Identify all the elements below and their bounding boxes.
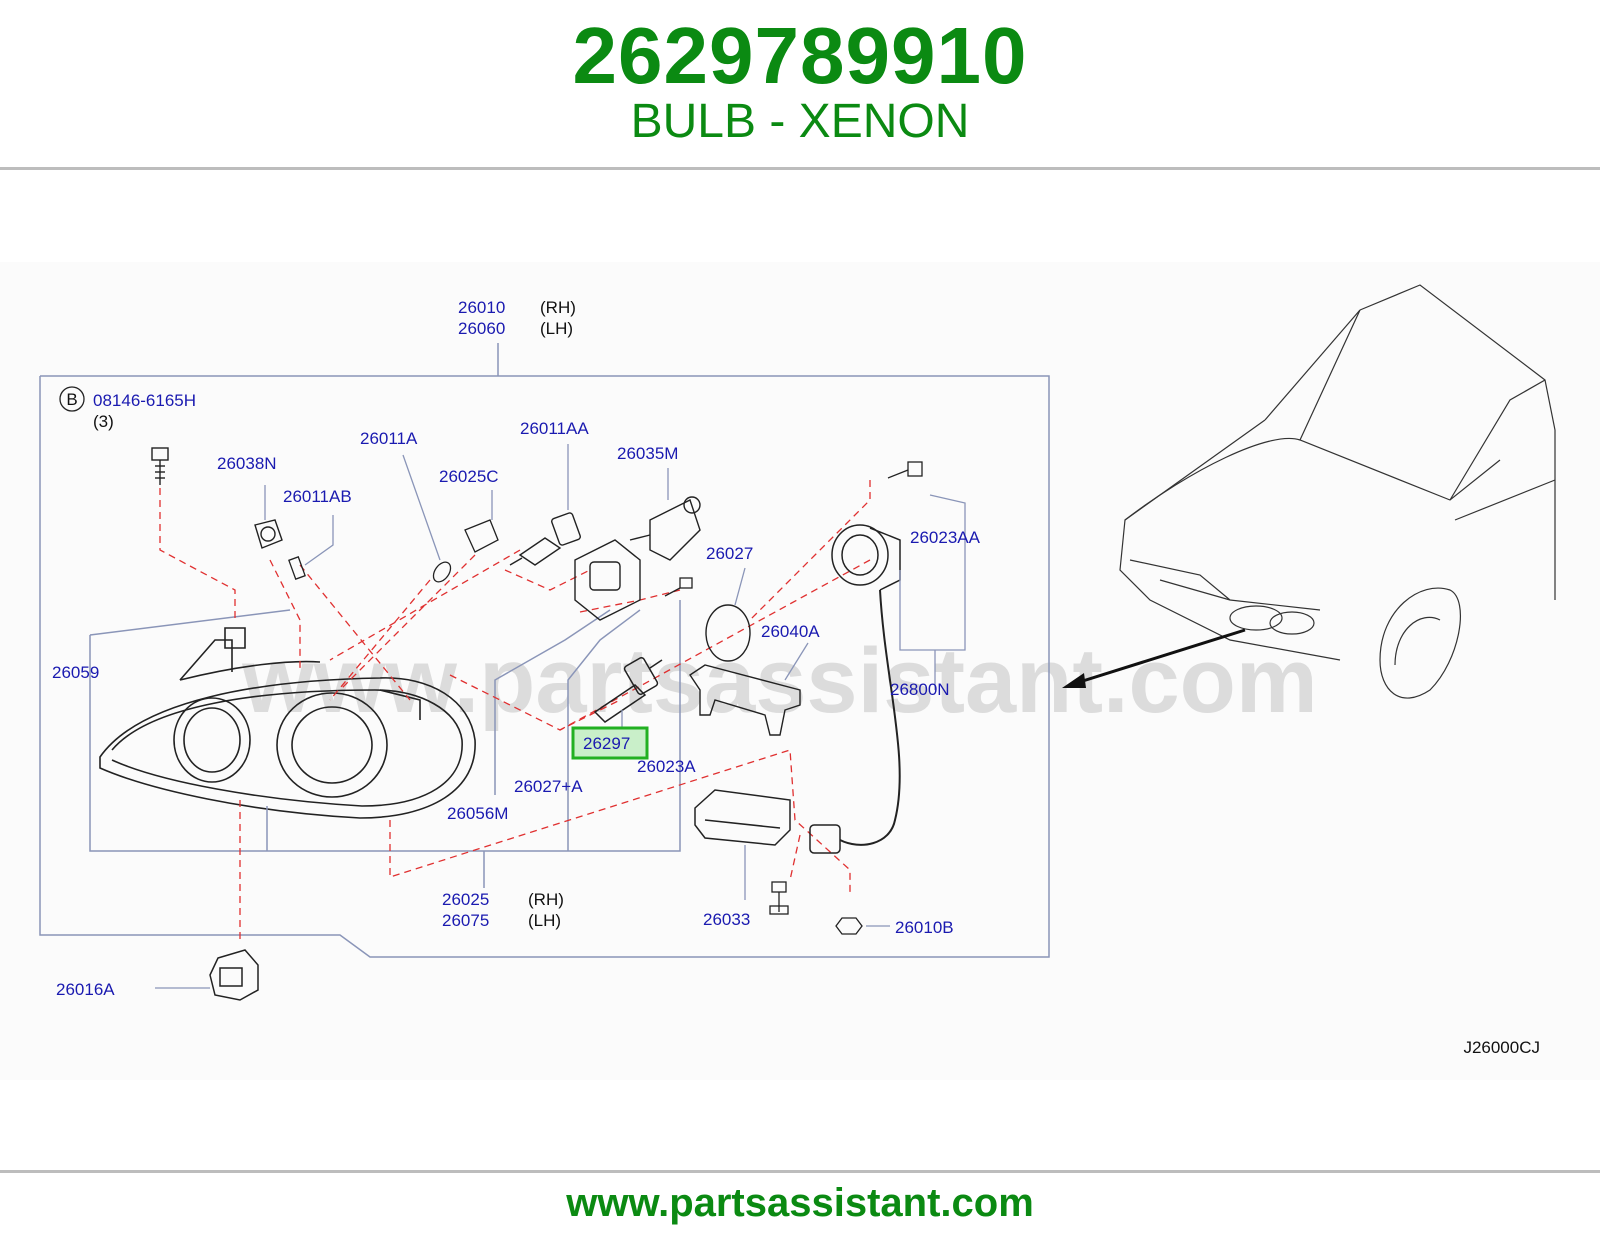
leader-26040A [784,642,809,681]
label-26025-side: (RH) [528,890,564,909]
bolt-08146-icon [151,447,169,485]
label-26025[interactable]: 26025 [442,890,489,909]
screw-26023A-icon [664,577,693,597]
parts-diagram: www.partsassistant.com [0,262,1600,1080]
part-description: BULB - XENON [630,95,970,148]
nut-26010B-icon [835,917,863,935]
label-26011AA[interactable]: 26011AA [520,419,589,438]
vehicle-illustration [1119,284,1556,699]
location-arrowhead [1062,673,1086,688]
label-26059[interactable]: 26059 [52,663,99,682]
socket-26038N-icon [254,519,283,549]
leader-26011A [402,454,441,561]
label-26011AB[interactable]: 26011AB [283,487,352,506]
leader-26059 [89,609,291,636]
location-arrow [1069,628,1246,687]
figure-code: J26000CJ [1463,1038,1540,1057]
label-26075[interactable]: 26075 [442,911,489,930]
bulb-26011AA-icon [509,512,581,566]
label-08146-6165H[interactable]: 08146-6165H [93,391,196,410]
screw-26033-icon [769,881,789,915]
page-header: 2629789910 BULB - XENON [0,0,1600,170]
label-bolt-qty: (3) [93,412,114,431]
leader-26027A [567,609,641,851]
label-26010B[interactable]: 26010B [895,918,954,937]
header-divider [0,167,1600,170]
cover-26056M-icon [574,539,641,621]
bolt-circle-letter: B [66,390,77,409]
headlamp-housing [99,627,476,819]
label-26040A[interactable]: 26040A [761,622,820,641]
bracket-26040A-icon [689,664,801,736]
label-26060-side: (LH) [540,319,573,338]
igniter-26800N-icon [809,524,901,854]
bolt-circle-marker [59,386,85,412]
part-number-title: 2629789910 [572,11,1028,100]
footer-divider [0,1170,1600,1173]
clip-26016A-icon [209,949,259,1001]
watermark-text: www.partsassistant.com [241,630,1317,732]
cap-26027-icon [705,604,751,662]
label-26010[interactable]: 26010 [458,298,505,317]
bulb-26011AB-icon [288,556,306,580]
label-26056M[interactable]: 26056M [447,804,508,823]
label-26016A[interactable]: 26016A [56,980,115,999]
label-26025C[interactable]: 26025C [439,467,499,486]
label-26297[interactable]: 26297 [583,734,630,753]
label-26023AA[interactable]: 26023AA [910,528,981,547]
bracket-26059 [89,600,681,852]
bulb-26011A-icon [432,561,452,583]
leader-26011AB [304,515,334,566]
label-26800N[interactable]: 26800N [890,680,950,699]
diagram-svg: www.partsassistant.com [39,284,1556,1057]
label-26010-side: (RH) [540,298,576,317]
label-26033[interactable]: 26033 [703,910,750,929]
xenon-bulb-26297-icon [593,656,663,723]
label-26035M[interactable]: 26035M [617,444,678,463]
label-26060[interactable]: 26060 [458,319,505,338]
label-26027A[interactable]: 26027+A [514,777,583,796]
assembly-frame [39,375,1050,958]
label-26023A[interactable]: 26023A [637,757,696,776]
label-26011A[interactable]: 26011A [360,429,418,448]
leader-26023AA [899,494,966,651]
actuator-26035M-icon [629,496,701,561]
socket-26025C-icon [464,519,499,553]
leader-26027 [734,567,746,606]
label-26038N[interactable]: 26038N [217,454,277,473]
label-26075-side: (LH) [528,911,561,930]
highlight-box [571,726,649,760]
assembly-dashed-lines [159,480,871,940]
ballast-26033-icon [694,789,791,846]
label-26027[interactable]: 26027 [706,544,753,563]
footer-website-link[interactable]: www.partsassistant.com [566,1181,1034,1225]
screw-26023AA-icon [887,461,923,479]
leader-26056M [494,609,611,795]
